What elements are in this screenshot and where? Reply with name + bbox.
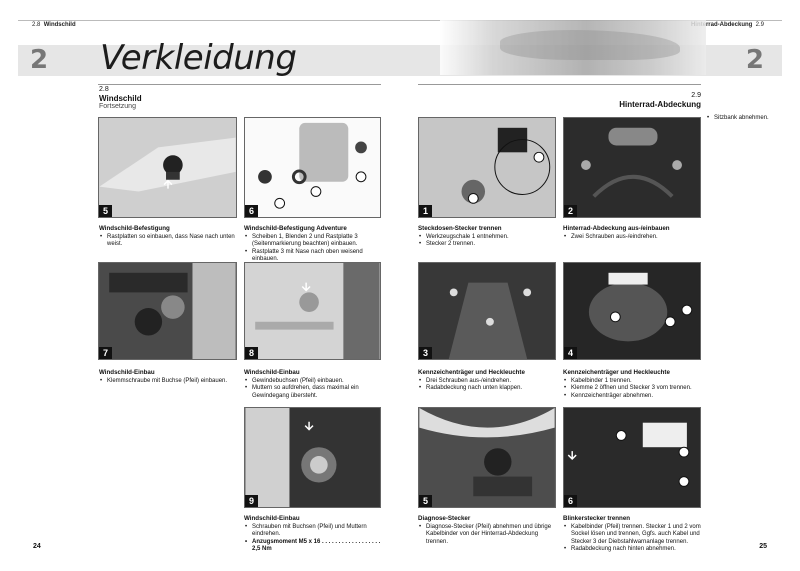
caption-fig8: Windschild-Einbau Gewindebuchsen (Pfeil)…	[244, 369, 382, 400]
figure-number: 9	[245, 495, 258, 507]
page-number-right: 25	[759, 543, 767, 550]
figure-number: 8	[245, 347, 258, 359]
section-heading-right: 2.9 Hinterrad-Abdeckung	[619, 92, 701, 109]
caption-fig6-right: Blinkerstecker trennen Kabelbinder (Pfei…	[563, 515, 703, 554]
photo-screw-bushings: 9	[244, 407, 381, 508]
figure-number: 5	[99, 205, 112, 217]
caption-fig9: Windschild-Einbau Schrauben mit Buchsen …	[244, 515, 384, 554]
figure-number: 5	[419, 495, 432, 507]
photo-clamp-screw: 7	[98, 262, 237, 360]
section-rule-left	[98, 84, 381, 85]
running-header-right: Hinterrad-Abdeckung 2.9	[690, 22, 764, 28]
motorcycle-banner-image	[440, 20, 706, 75]
caption-fig1-right: Steckdosen-Stecker trennen Werkzeugschal…	[418, 225, 558, 249]
photo-windshield-mount: 5	[98, 117, 237, 218]
caption-fig2-right: Hinterrad-Abdeckung aus-/einbauen Zwei S…	[563, 225, 703, 241]
chapter-title: Verkleidung	[100, 38, 297, 78]
caption-fig6-left: Windschild-Befestigung Adventure Scheibe…	[244, 225, 384, 264]
photo-windshield-parts: 6	[244, 117, 381, 218]
chapter-number-right: 2	[745, 45, 764, 75]
figure-number: 7	[99, 347, 112, 359]
figure-number: 1	[419, 205, 432, 217]
caption-fig7: Windschild-Einbau Klemmschraube mit Buch…	[99, 369, 237, 385]
figure-number: 2	[564, 205, 577, 217]
section-rule-right	[418, 84, 701, 85]
caption-fig5-right: Diagnose-Stecker Diagnose-Stecker (Pfeil…	[418, 515, 558, 546]
photo-threaded-bushings: 8	[244, 262, 381, 360]
photo-indicator-plugs: 6	[563, 407, 701, 508]
figure-number: 3	[419, 347, 432, 359]
page-number-left: 24	[33, 543, 41, 550]
caption-fig5-left: Windschild-Befestigung Rastplatten so ei…	[99, 225, 237, 249]
header-rule	[18, 20, 782, 21]
photo-number-plate-carrier: 3	[418, 262, 556, 360]
photo-socket-plug: 1	[418, 117, 556, 218]
section-heading-left: 2.8 Windschild Fortsetzung	[99, 86, 142, 110]
figure-number: 6	[564, 495, 577, 507]
chapter-number-left: 2	[30, 45, 49, 75]
caption-fig4-right: Kennzeichenträger und Heckleuchte Kabelb…	[563, 369, 703, 400]
caption-fig3-right: Kennzeichenträger und Heckleuchte Drei S…	[418, 369, 558, 393]
photo-diagnosis-plug: 5	[418, 407, 556, 508]
photo-rear-cover-screws: 2	[563, 117, 701, 218]
figure-number: 4	[564, 347, 577, 359]
figure-number: 6	[245, 205, 258, 217]
right-intro-text: Sitzbank abnehmen.	[706, 115, 786, 123]
photo-tail-light-wiring: 4	[563, 262, 701, 360]
running-header-left: 2.8 Windschild	[32, 22, 76, 28]
